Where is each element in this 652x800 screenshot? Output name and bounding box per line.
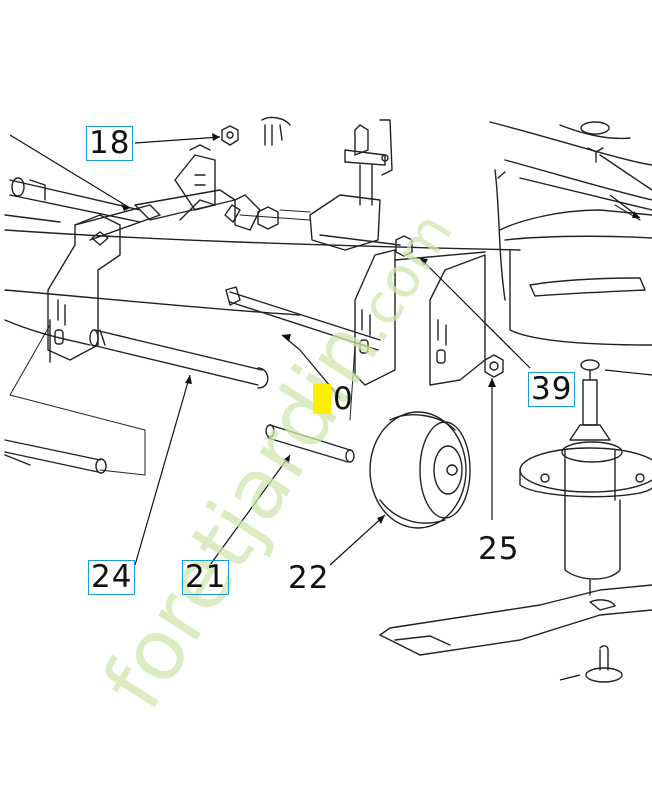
part-label-22: 22 [288,560,330,596]
guide-lines [9,209,356,476]
wheel [369,411,471,529]
deck-housing [4,121,652,346]
axle-bolt [89,329,269,389]
spacer [265,424,355,463]
leader-21 [209,454,291,566]
part-label-21: 21 [182,560,230,595]
leader-22 [329,514,386,566]
height-adjuster [309,119,401,251]
lower-shaft [4,439,107,474]
leader-5 [9,134,131,209]
blade [379,584,652,683]
part-label-24: 24 [88,560,136,595]
leader-bottom [559,674,581,681]
part-label-25: 25 [478,531,520,567]
part-label-0: 0 [313,384,354,415]
leader-18 [134,136,221,144]
watermark: foretjardin.com [84,187,471,726]
center-bolt [225,286,381,351]
watermark-text: foretjardin.com [84,187,471,725]
part-label-39: 39 [528,372,576,407]
watermark-word: foretjardin [84,304,398,726]
leader-lines [9,134,652,681]
part-label-18: 18 [86,126,134,161]
right-bracket [354,249,486,386]
leader-24 [134,374,191,566]
spindle [519,359,652,596]
leader-39 [419,257,531,369]
nuts [221,125,504,378]
front-shaft [4,177,141,223]
left-bracket [47,204,161,363]
part-label-0-text: 0 [333,381,354,417]
arrowheads [121,133,640,524]
leader-spindle [604,369,652,376]
lift-arm [134,116,291,231]
